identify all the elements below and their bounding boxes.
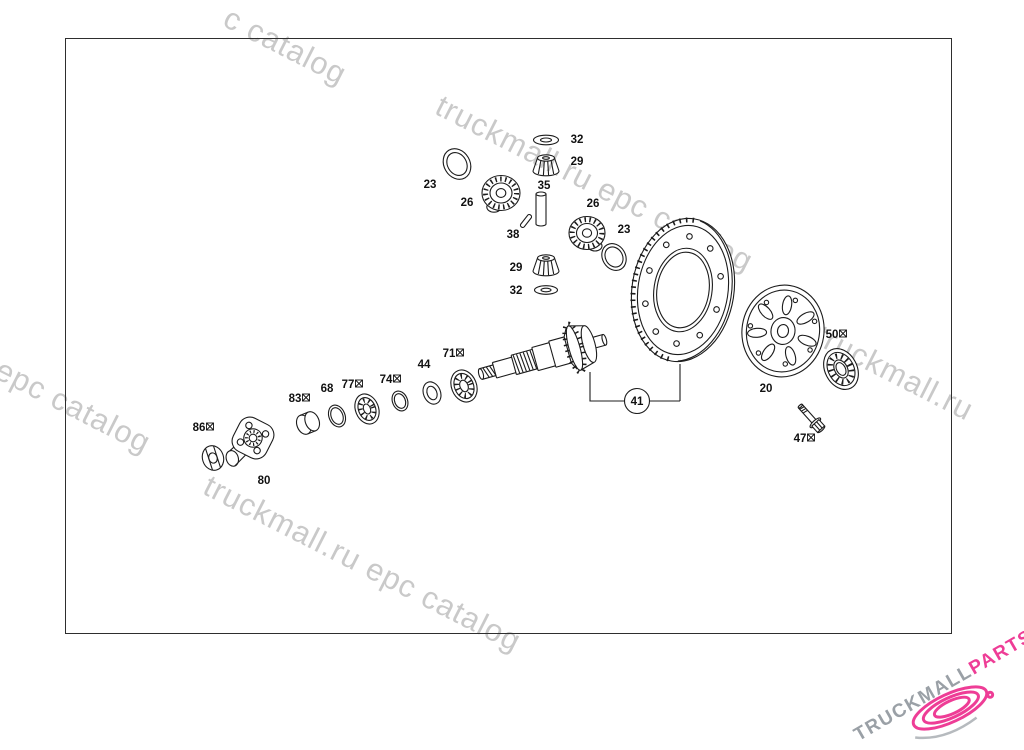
part-label-41: 41 xyxy=(631,396,644,408)
part-nut-86 xyxy=(201,445,225,471)
part-spacer-83 xyxy=(295,411,321,435)
part-bearing-50 xyxy=(823,348,859,390)
part-label-68: 68 xyxy=(321,383,334,395)
seal-icon xyxy=(839,329,847,338)
part-bearing-77 xyxy=(354,393,380,425)
part-ring-gear xyxy=(630,217,736,363)
diagram-frame xyxy=(65,38,952,634)
part-bolt-47 xyxy=(797,403,826,434)
seal-icon xyxy=(393,374,401,383)
part-washer-44 xyxy=(422,381,442,405)
part-pinion-shaft xyxy=(477,321,608,380)
part-label-77: 77 xyxy=(342,379,355,391)
part-label-32: 32 xyxy=(571,134,584,146)
part-bevel-gear-29-top xyxy=(532,154,560,177)
part-washer-32-top xyxy=(532,134,560,146)
part-washer-32-bottom xyxy=(533,285,559,295)
part-label-23: 23 xyxy=(618,224,631,236)
part-ring-68 xyxy=(327,404,347,428)
part-bevel-gear-29-bottom xyxy=(532,254,560,277)
part-label-29: 29 xyxy=(571,156,584,168)
seal-icon xyxy=(807,433,815,442)
part-pin-38 xyxy=(519,213,533,229)
seal-icon xyxy=(355,379,363,388)
part-bearing-71 xyxy=(450,369,478,403)
part-label-71: 71 xyxy=(443,348,456,360)
part-label-20: 20 xyxy=(760,383,773,395)
part-label-74: 74 xyxy=(380,374,393,386)
seal-icon xyxy=(302,393,310,402)
part-label-26: 26 xyxy=(461,197,474,209)
part-label-80: 80 xyxy=(258,475,271,487)
seal-icon xyxy=(206,422,214,431)
logo-swirl xyxy=(911,685,995,740)
part-label-44: 44 xyxy=(418,359,431,371)
part-flange-80 xyxy=(225,416,275,467)
part-label-35: 35 xyxy=(538,180,551,192)
part-label-83: 83 xyxy=(289,393,302,405)
part-seal-ring-23-right xyxy=(601,243,627,271)
balloon-41 xyxy=(623,387,651,415)
part-label-29: 29 xyxy=(510,262,523,274)
part-seal-ring-23-left xyxy=(442,148,472,180)
part-label-26: 26 xyxy=(587,198,600,210)
part-label-32: 32 xyxy=(510,285,523,297)
leader-lines-41 xyxy=(589,364,681,415)
part-gear-26-right xyxy=(568,215,606,252)
part-label-23: 23 xyxy=(424,179,437,191)
part-pin-35 xyxy=(535,191,547,227)
part-gear-26-left xyxy=(481,174,521,213)
part-label-86: 86 xyxy=(193,422,206,434)
part-label-38: 38 xyxy=(507,229,520,241)
part-ring-74 xyxy=(391,390,409,412)
part-carrier-20 xyxy=(741,284,825,378)
part-label-50: 50 xyxy=(826,329,839,341)
part-label-47: 47 xyxy=(794,433,807,445)
seal-icon xyxy=(456,348,464,357)
